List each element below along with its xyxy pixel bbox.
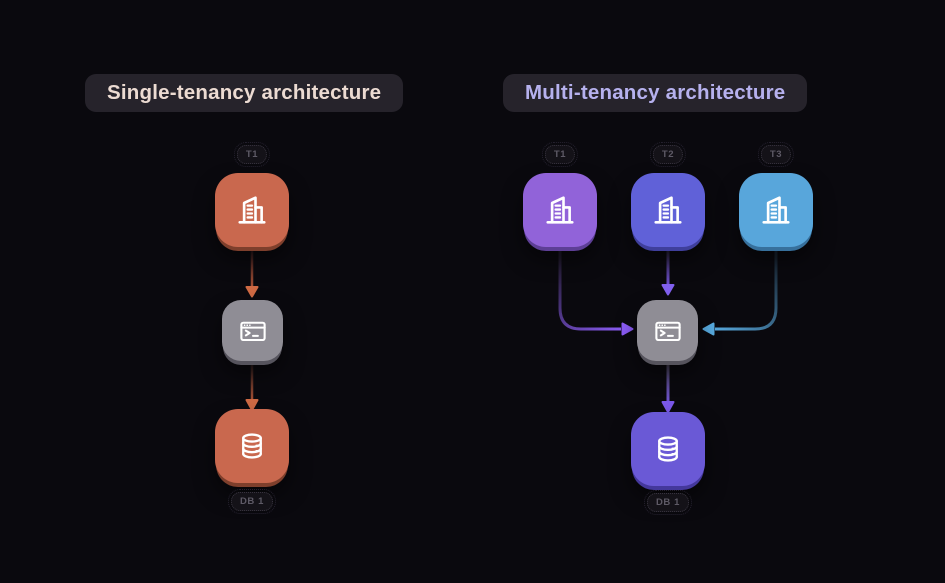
single-db-tag: DB 1 — [227, 489, 277, 514]
multi-tenant-node-t1 — [523, 173, 597, 247]
terminal-icon — [239, 321, 266, 341]
database-icon — [658, 436, 678, 462]
arrowhead-single-tenant-to-server — [245, 286, 259, 298]
single-tenant-tag: T1 — [233, 142, 271, 167]
multi-tenancy-title: Multi-tenancy architecture — [503, 74, 808, 112]
multi-tenant-node-t2 — [631, 173, 705, 247]
multi-tenant-tag-t3: T3 — [757, 142, 795, 167]
building-icon — [238, 196, 266, 224]
multi-tenant-tag-t1: T1 — [541, 142, 579, 167]
single-server-node — [222, 300, 283, 361]
arrowhead-multi-t2-to-server — [661, 284, 675, 296]
single-db-node — [215, 409, 289, 483]
single-tenancy-title: Single-tenancy architecture — [85, 74, 404, 112]
multi-db-node — [631, 412, 705, 486]
arrowhead-multi-t3-to-server — [702, 322, 715, 336]
multi-server-node — [637, 300, 698, 361]
building-icon — [762, 196, 790, 224]
building-icon — [654, 196, 682, 224]
terminal-icon — [654, 321, 681, 341]
database-icon — [242, 433, 262, 459]
edge-multi-t1-to-server — [558, 249, 621, 331]
multi-tenant-tag-t2: T2 — [649, 142, 687, 167]
edge-multi-t3-to-server — [715, 249, 778, 331]
single-tenant-node — [215, 173, 289, 247]
building-icon — [546, 196, 574, 224]
multi-db-tag: DB 1 — [643, 490, 693, 515]
multi-tenant-node-t3 — [739, 173, 813, 247]
arrowhead-multi-server-to-db — [661, 401, 675, 413]
arrowhead-multi-t1-to-server — [621, 322, 634, 336]
